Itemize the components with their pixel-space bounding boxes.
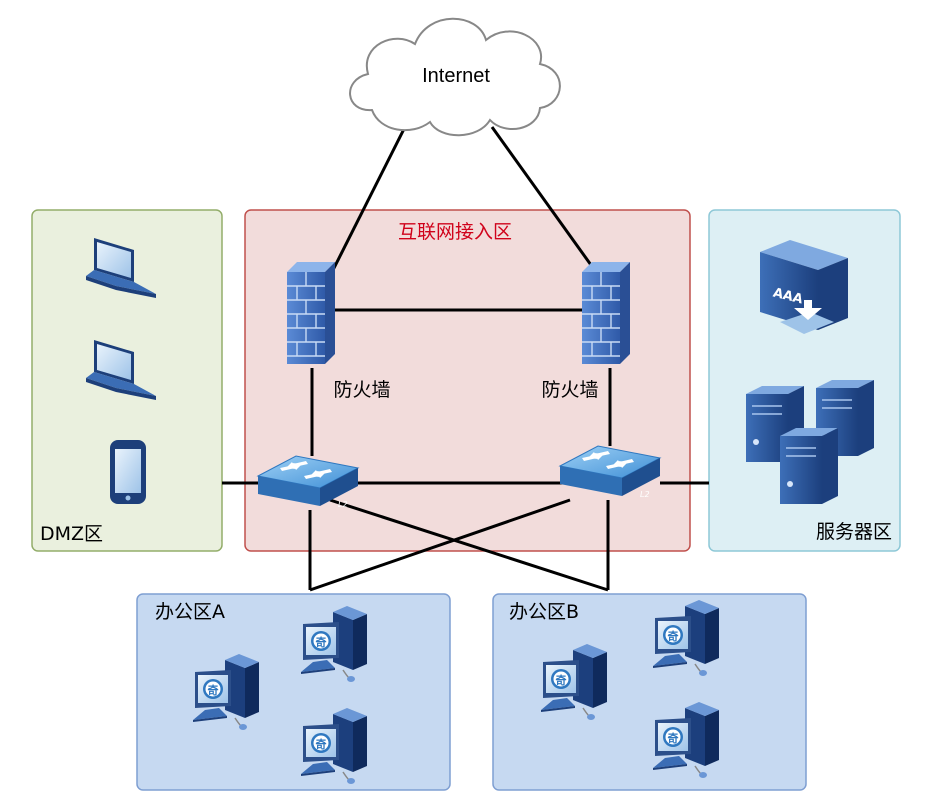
office-a-zone-label: 办公区A [155, 601, 225, 623]
office-b-zone-label: 办公区B [509, 601, 579, 623]
server-zone [708, 209, 901, 552]
firewall-label: 防火墙 [333, 379, 390, 401]
dmz-zone-label: DMZ区 [40, 523, 103, 545]
pc-badge: 奇 [556, 673, 567, 687]
desktop-pc-icon: 奇 [652, 599, 720, 677]
desktop-pc-icon: 奇 [300, 707, 368, 785]
switch-icon: L2 [559, 445, 661, 499]
tower-server-icon [779, 427, 839, 505]
phone-icon [110, 440, 146, 504]
pc-badge: 奇 [316, 737, 327, 751]
switch-badge: L2 [640, 490, 650, 499]
desktop-pc-icon: 奇 [300, 605, 368, 683]
firewall-icon [286, 261, 336, 365]
pc-badge: 奇 [668, 629, 679, 643]
internet-label: Internet [422, 65, 490, 87]
switch-badge: L2 [338, 500, 348, 509]
office-a-zone [136, 593, 451, 791]
firewall-label: 防火墙 [541, 379, 598, 401]
desktop-pc-icon: 奇 [540, 643, 608, 721]
aaa-server-icon: AAA [760, 240, 848, 334]
internet-cloud-icon: Internet [349, 17, 561, 137]
pc-badge: 奇 [316, 635, 327, 649]
connection-lines [222, 126, 709, 592]
pc-badge: 奇 [208, 683, 219, 697]
desktop-pc-icon: 奇 [192, 653, 260, 731]
aaa-badge: AAA [771, 286, 804, 308]
office-b-zone [492, 593, 807, 791]
pc-badge: 奇 [668, 731, 679, 745]
firewall-icon [581, 261, 631, 365]
server-zone-label: 服务器区 [816, 521, 892, 543]
internet-access-zone-label: 互联网接入区 [398, 221, 512, 243]
switch-icon: L2 [257, 455, 359, 509]
desktop-pc-icon: 奇 [652, 701, 720, 779]
